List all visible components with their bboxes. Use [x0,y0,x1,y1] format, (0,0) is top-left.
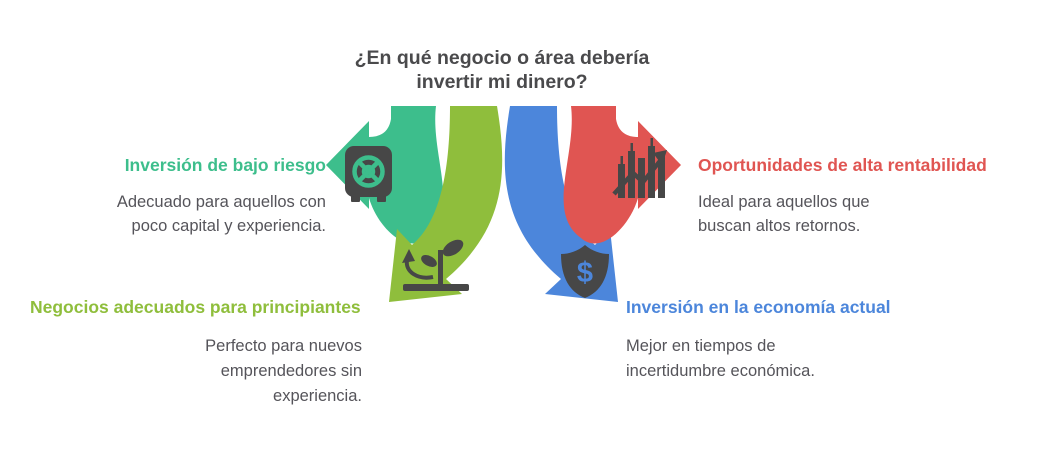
sprout-growth-icon [402,239,469,291]
page-title: ¿En qué negocio o área debería invertir … [302,46,702,94]
section-economy: Inversión en la economía actual Mejor en… [626,296,966,384]
section-economy-body: Mejor en tiempos de incertidumbre económ… [626,337,815,380]
section-beginners-body: Perfecto para nuevos emprendedores sin e… [205,337,362,405]
flow-arrows-graphic: $ [326,106,681,302]
page-title-line: ¿En qué negocio o área debería [354,47,650,69]
section-low-risk: Inversión de bajo riesgo Adecuado para a… [0,154,326,238]
page-title-line: invertir mi dinero? [416,71,588,93]
section-low-risk-body: Adecuado para aquellos con poco capital … [116,193,326,235]
section-high-return-heading: Oportunidades de alta rentabilidad [698,155,987,175]
section-beginners-heading: Negocios adecuados para principiantes [30,297,361,317]
section-economy-heading: Inversión en la economía actual [626,297,891,317]
shield-dollar-icon: $ [561,245,609,298]
section-low-risk-heading: Inversión de bajo riesgo [124,155,326,175]
stock-chart-icon [612,138,667,198]
arrow-down-left-olive [389,106,503,302]
vault-safe-icon [345,146,392,202]
section-beginners: Negocios adecuados para principiantes Pe… [30,296,388,409]
section-high-return-body: Ideal para aquellos que buscan altos ret… [698,193,870,235]
dollar-glyph: $ [577,257,593,289]
section-high-return: Oportunidades de alta rentabilidad Ideal… [698,154,1034,238]
